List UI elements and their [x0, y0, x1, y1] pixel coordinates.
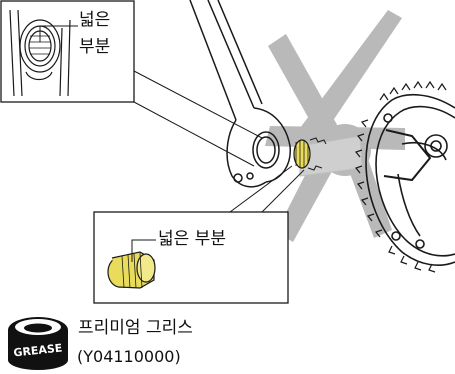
chainring-outline: [365, 93, 455, 266]
callout-box-top: [0, 0, 135, 103]
chainring-teeth: [354, 80, 447, 273]
grease-icon: GREASE: [8, 317, 68, 370]
leader-lines: [133, 70, 305, 213]
grease-icon-text: GREASE: [13, 341, 63, 359]
callout-top-label-line1: 넓은: [79, 10, 111, 30]
left-crank-arm: [189, 0, 291, 188]
callout-crank-bore-icon: [9, 9, 71, 97]
spindle-splines: [293, 137, 327, 171]
callout-middle-pointer: [131, 239, 156, 262]
grease-name: 프리미엄 그리스: [78, 318, 193, 338]
callout-middle-label: 넓은 부분: [158, 229, 226, 249]
grease-part-number: (Y04110000): [77, 347, 181, 366]
callout-spindle-icon: [107, 251, 156, 289]
callout-top-label-line2: 부분: [79, 37, 111, 57]
